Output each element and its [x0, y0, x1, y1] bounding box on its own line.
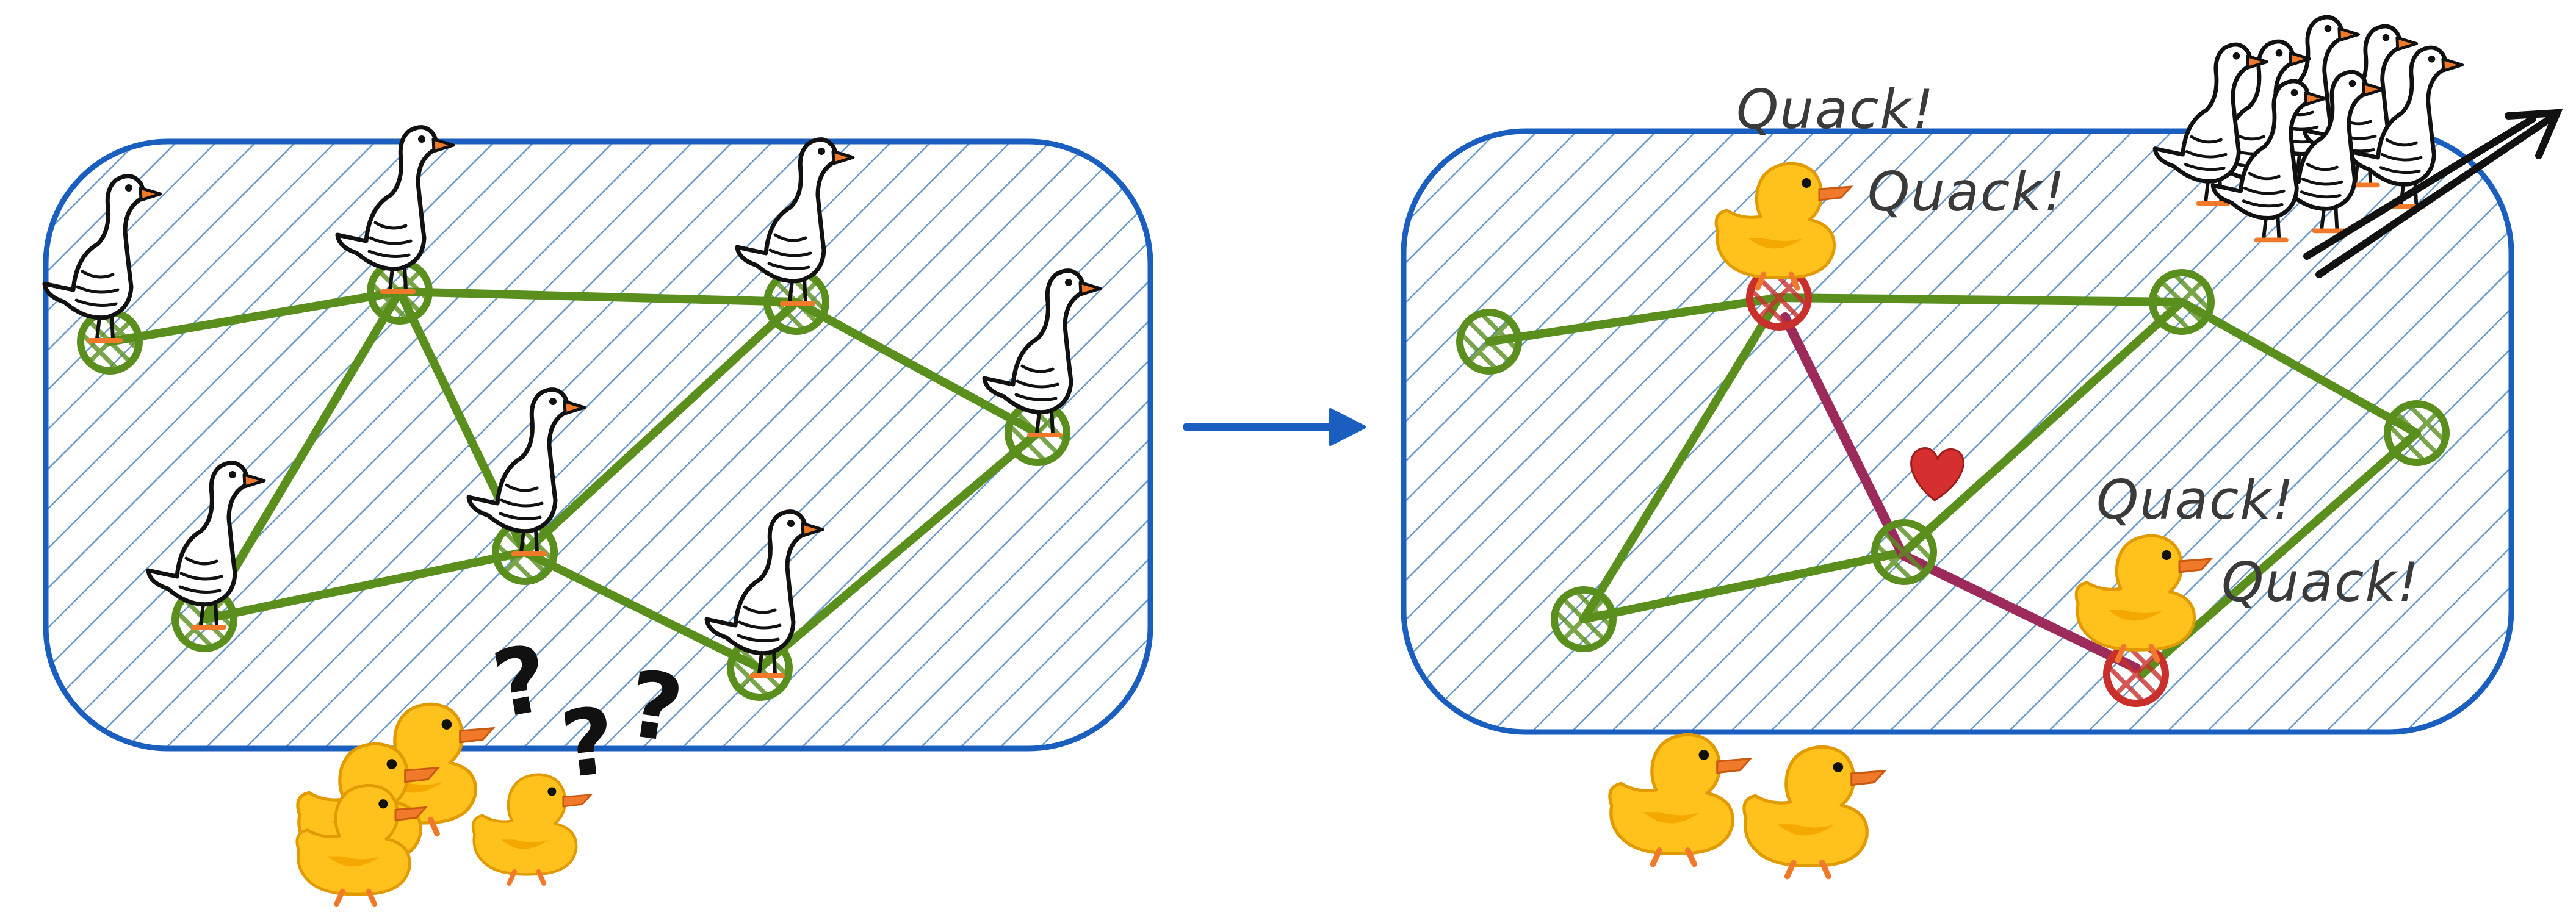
transition-arrow — [1183, 408, 1366, 446]
heart-icon — [1910, 447, 1964, 501]
network-edge — [756, 429, 1042, 672]
quack-label: Quack! — [2221, 551, 2420, 614]
network-edge — [106, 287, 404, 346]
highlight-edge — [1780, 312, 1908, 560]
network-edge — [521, 298, 801, 556]
highlight-edge — [1898, 550, 2141, 673]
right-arrow-head — [1329, 408, 1366, 446]
network-edge — [521, 548, 764, 672]
network-edge — [200, 548, 529, 623]
network-edge — [395, 287, 801, 306]
network-edge — [1579, 293, 1783, 623]
network-edge — [2177, 298, 2421, 437]
departure-arrow-icon — [2315, 112, 2558, 278]
departure-arrow-line — [2303, 115, 2536, 260]
quack-label: Quack! — [2096, 469, 2295, 531]
network-node — [1460, 312, 1518, 371]
network-edge — [792, 298, 1042, 437]
question-mark-icon: ? — [556, 688, 620, 799]
left-network-frame — [43, 138, 1153, 752]
duck-icon — [1744, 747, 1885, 877]
quack-label: Quack! — [1867, 160, 2066, 223]
network-node — [1875, 523, 1933, 581]
quack-label: Quack! — [1736, 78, 1935, 141]
network-edge — [1485, 293, 1783, 346]
departure-arrow — [2303, 109, 2563, 278]
network-edge — [1900, 298, 2186, 556]
duck-icon — [1610, 734, 1750, 864]
network-node — [2152, 273, 2211, 331]
departure-arrow-head — [2505, 109, 2563, 159]
left-panel: ? ? ? — [43, 127, 1153, 904]
right-network-frame — [1401, 128, 2514, 735]
right-panel: Quack! Quack! Quack! Quack! — [1401, 17, 2563, 877]
network-edge — [1579, 548, 1908, 623]
highlighted-path — [1780, 312, 2141, 673]
network-node — [2387, 404, 2446, 462]
network-node — [1554, 590, 1613, 648]
right-network-edges — [1485, 293, 2421, 678]
quack-labels: Quack! Quack! Quack! Quack! — [1736, 78, 2420, 614]
network-edge — [200, 287, 404, 623]
left-network-edges — [106, 287, 1042, 672]
network-edge — [1775, 293, 2186, 306]
